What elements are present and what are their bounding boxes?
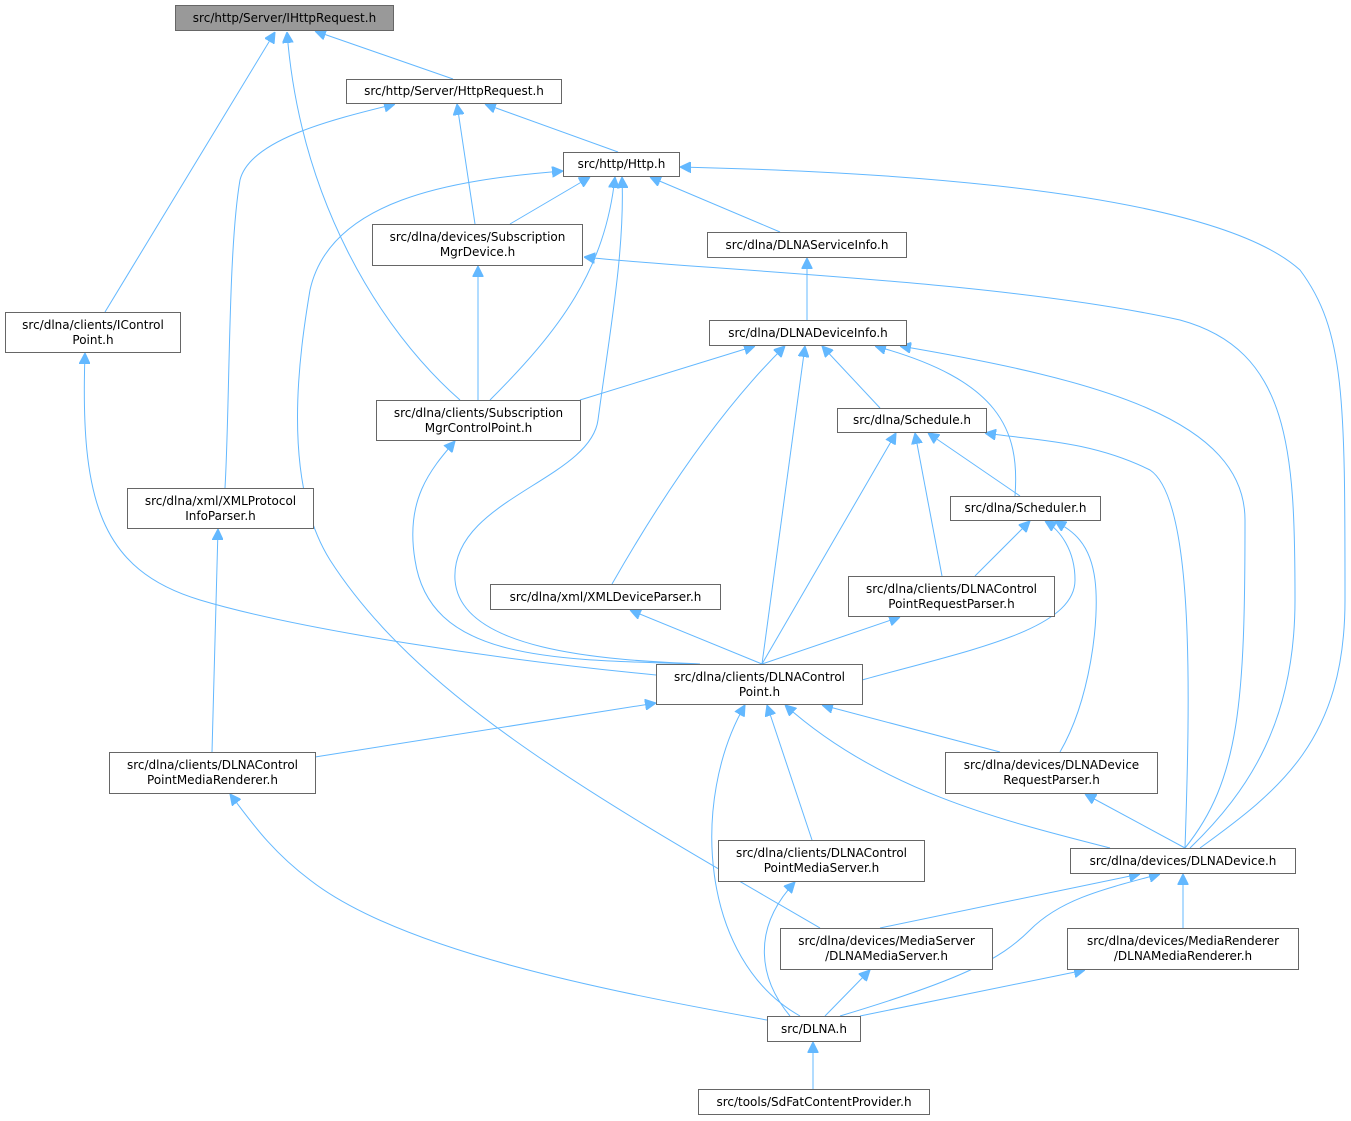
node-xmldeviceparser[interactable]: src/dlna/xml/XMLDeviceParser.h [490,584,721,610]
node-label: src/dlna/DLNADeviceInfo.h [728,325,888,340]
node-label: src/dlna/Scheduler.h [964,501,1087,515]
node-ihttprequest[interactable]: src/http/Server/IHttpRequest.h [175,5,394,31]
node-deviceinfo[interactable]: src/dlna/DLNADeviceInfo.h [709,320,907,346]
node-sdfat[interactable]: src/tools/SdFatContentProvider.h [698,1089,930,1115]
node-label: MgrControlPoint.h [424,420,533,435]
edge [485,104,619,153]
node-label: src/dlna/devices/Subscription [389,230,566,244]
edge [985,433,1189,849]
node-label: MgrDevice.h [439,245,516,259]
edge [314,703,656,758]
edge [900,346,1246,849]
node-http[interactable]: src/http/Http.h [563,152,680,177]
node-label: src/http/Server/IHttpRequest.h [192,10,377,25]
edge [1085,794,1186,849]
node-label: RequestParser.h [1003,773,1100,787]
node-label: src/dlna/devices/DLNADevice [963,758,1140,772]
edge [822,705,1001,753]
edge [875,346,1017,497]
edge [839,874,1160,1017]
node-serviceinfo[interactable]: src/dlna/DLNAServiceInfo.h [707,232,907,258]
edge [412,441,701,665]
edge [611,346,785,585]
edge [1055,521,1097,753]
node-label: src/dlna/xml/XMLProtocol [144,493,297,508]
edge [822,346,881,409]
edge [859,970,1085,1017]
edge [928,433,1021,497]
node-label: src/dlna/xml/XMLDeviceParser.h [509,589,702,604]
node-label: src/dlna/clients/DLNAControl [673,669,846,684]
node-scheduler[interactable]: src/dlna/Scheduler.h [950,496,1101,521]
node-label: src/dlna/devices/MediaServer [798,934,975,948]
edge [584,257,1296,849]
node-label: PointMediaRenderer.h [147,773,278,787]
edge [767,705,813,841]
node-label: src/http/Http.h [577,157,666,171]
edge [785,705,1111,849]
node-label: Point.h [72,332,114,347]
edge [509,177,590,225]
edge [711,705,801,1017]
node-dlnadevice[interactable]: src/dlna/devices/DLNADevice.h [1070,848,1296,874]
edge [315,31,454,80]
edge [879,874,1140,929]
node-label: src/dlna/clients/DLNAControl [865,581,1038,596]
edge [680,167,1346,849]
edge [224,104,395,489]
node-label: src/dlna/devices/DLNADevice.h [1089,853,1277,868]
node-label: /DLNAMediaRenderer.h [1113,949,1253,963]
edge [974,521,1030,577]
node-label: src/dlna/DLNAServiceInfo.h [725,237,889,252]
edge [287,32,461,401]
edge [297,171,821,929]
edge [761,617,900,665]
node-label: Point.h [738,684,781,699]
edge [630,610,763,665]
node-label: src/tools/SdFatContentProvider.h [716,1094,912,1109]
edge [650,177,781,233]
edge [454,177,701,665]
node-dlna[interactable]: src/DLNA.h [767,1016,861,1042]
node-label: PointMediaServer.h [763,861,880,875]
node-label: src/dlna/devices/MediaRenderer [1086,934,1280,948]
edge [230,794,768,1021]
edge [579,346,755,401]
node-label: src/http/Server/HttpRequest.h [364,84,544,98]
node-label: src/dlna/clients/DLNAControl [126,758,299,772]
node-label: PointRequestParser.h [888,596,1015,611]
node-label: src/dlna/clients/IControl [22,317,164,332]
node-label: src/dlna/Schedule.h [852,413,972,427]
edge [457,104,476,225]
node-mediaserver[interactable]: src/dlna/devices/MediaServer/DLNAMediaSe… [780,928,993,970]
edge [861,521,1076,681]
node-label: src/dlna/clients/Subscription [393,405,564,420]
node-httprequest[interactable]: src/http/Server/HttpRequest.h [346,79,562,104]
edge [104,32,275,313]
edge [824,970,870,1017]
edge [489,177,615,401]
edge [211,529,218,753]
node-label: /DLNAMediaServer.h [825,949,948,963]
edge [763,882,795,1017]
node-label: src/DLNA.h [781,1021,847,1036]
node-label: InfoParser.h [185,508,256,523]
node-mediarenderer[interactable]: src/dlna/devices/MediaRenderer/DLNAMedia… [1067,928,1299,970]
edge [915,433,943,577]
edge [84,353,657,676]
node-label: src/dlna/clients/DLNAControl [735,846,908,860]
node-schedule[interactable]: src/dlna/Schedule.h [837,408,987,433]
edge [761,346,805,665]
edge [761,433,896,665]
